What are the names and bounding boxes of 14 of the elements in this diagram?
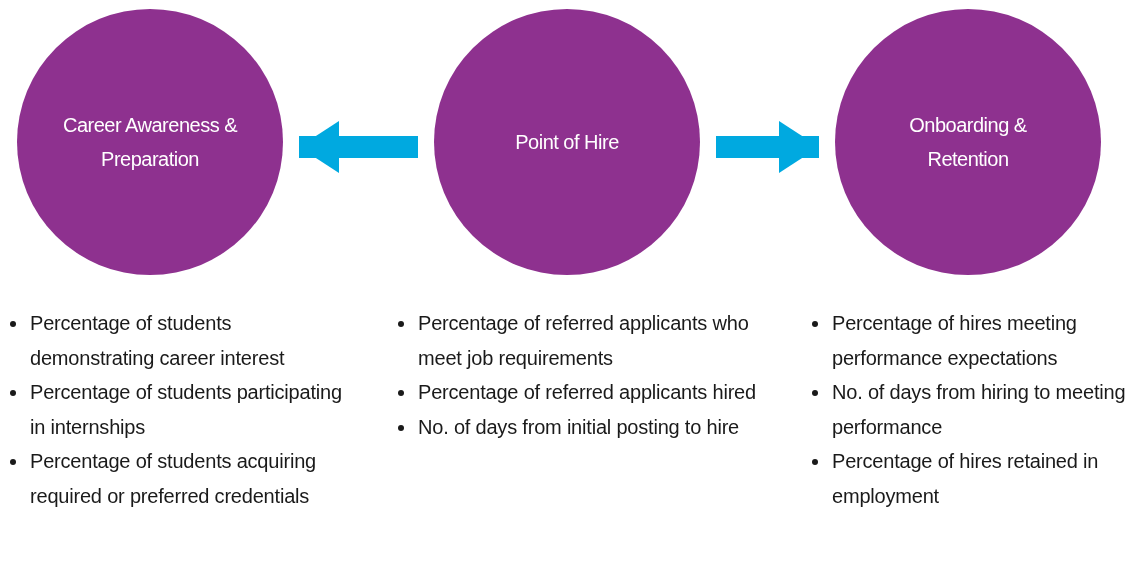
metric-text: Percentage of students demonstrating career interest: [30, 311, 286, 371]
metric-text: Percentage of hires retained in employment: [832, 449, 1100, 509]
metric-text: Percentage of referred applicants hired: [418, 380, 757, 405]
metric-text: Percentage of students participating in internships: [30, 380, 343, 440]
stage-title: Point of Hire: [515, 130, 619, 155]
block-arrow: [716, 121, 819, 173]
block-arrow: [299, 121, 418, 173]
metric-text: Percentage of referred applicants who meet job requirements: [418, 311, 750, 371]
metric-text: Percentage of students acquiring required or preferred credentials: [30, 449, 317, 509]
stage-title: Career Awareness & Preparation: [61, 113, 239, 172]
metric-text: No. of days from initial posting to hire: [418, 414, 741, 440]
metric-text: Percentage of hires meeting performance expectations: [832, 311, 1078, 371]
metric-text: No. of days from hiring to meeting performance: [832, 380, 1127, 440]
stage-title: Onboarding & Retention: [908, 113, 1028, 172]
